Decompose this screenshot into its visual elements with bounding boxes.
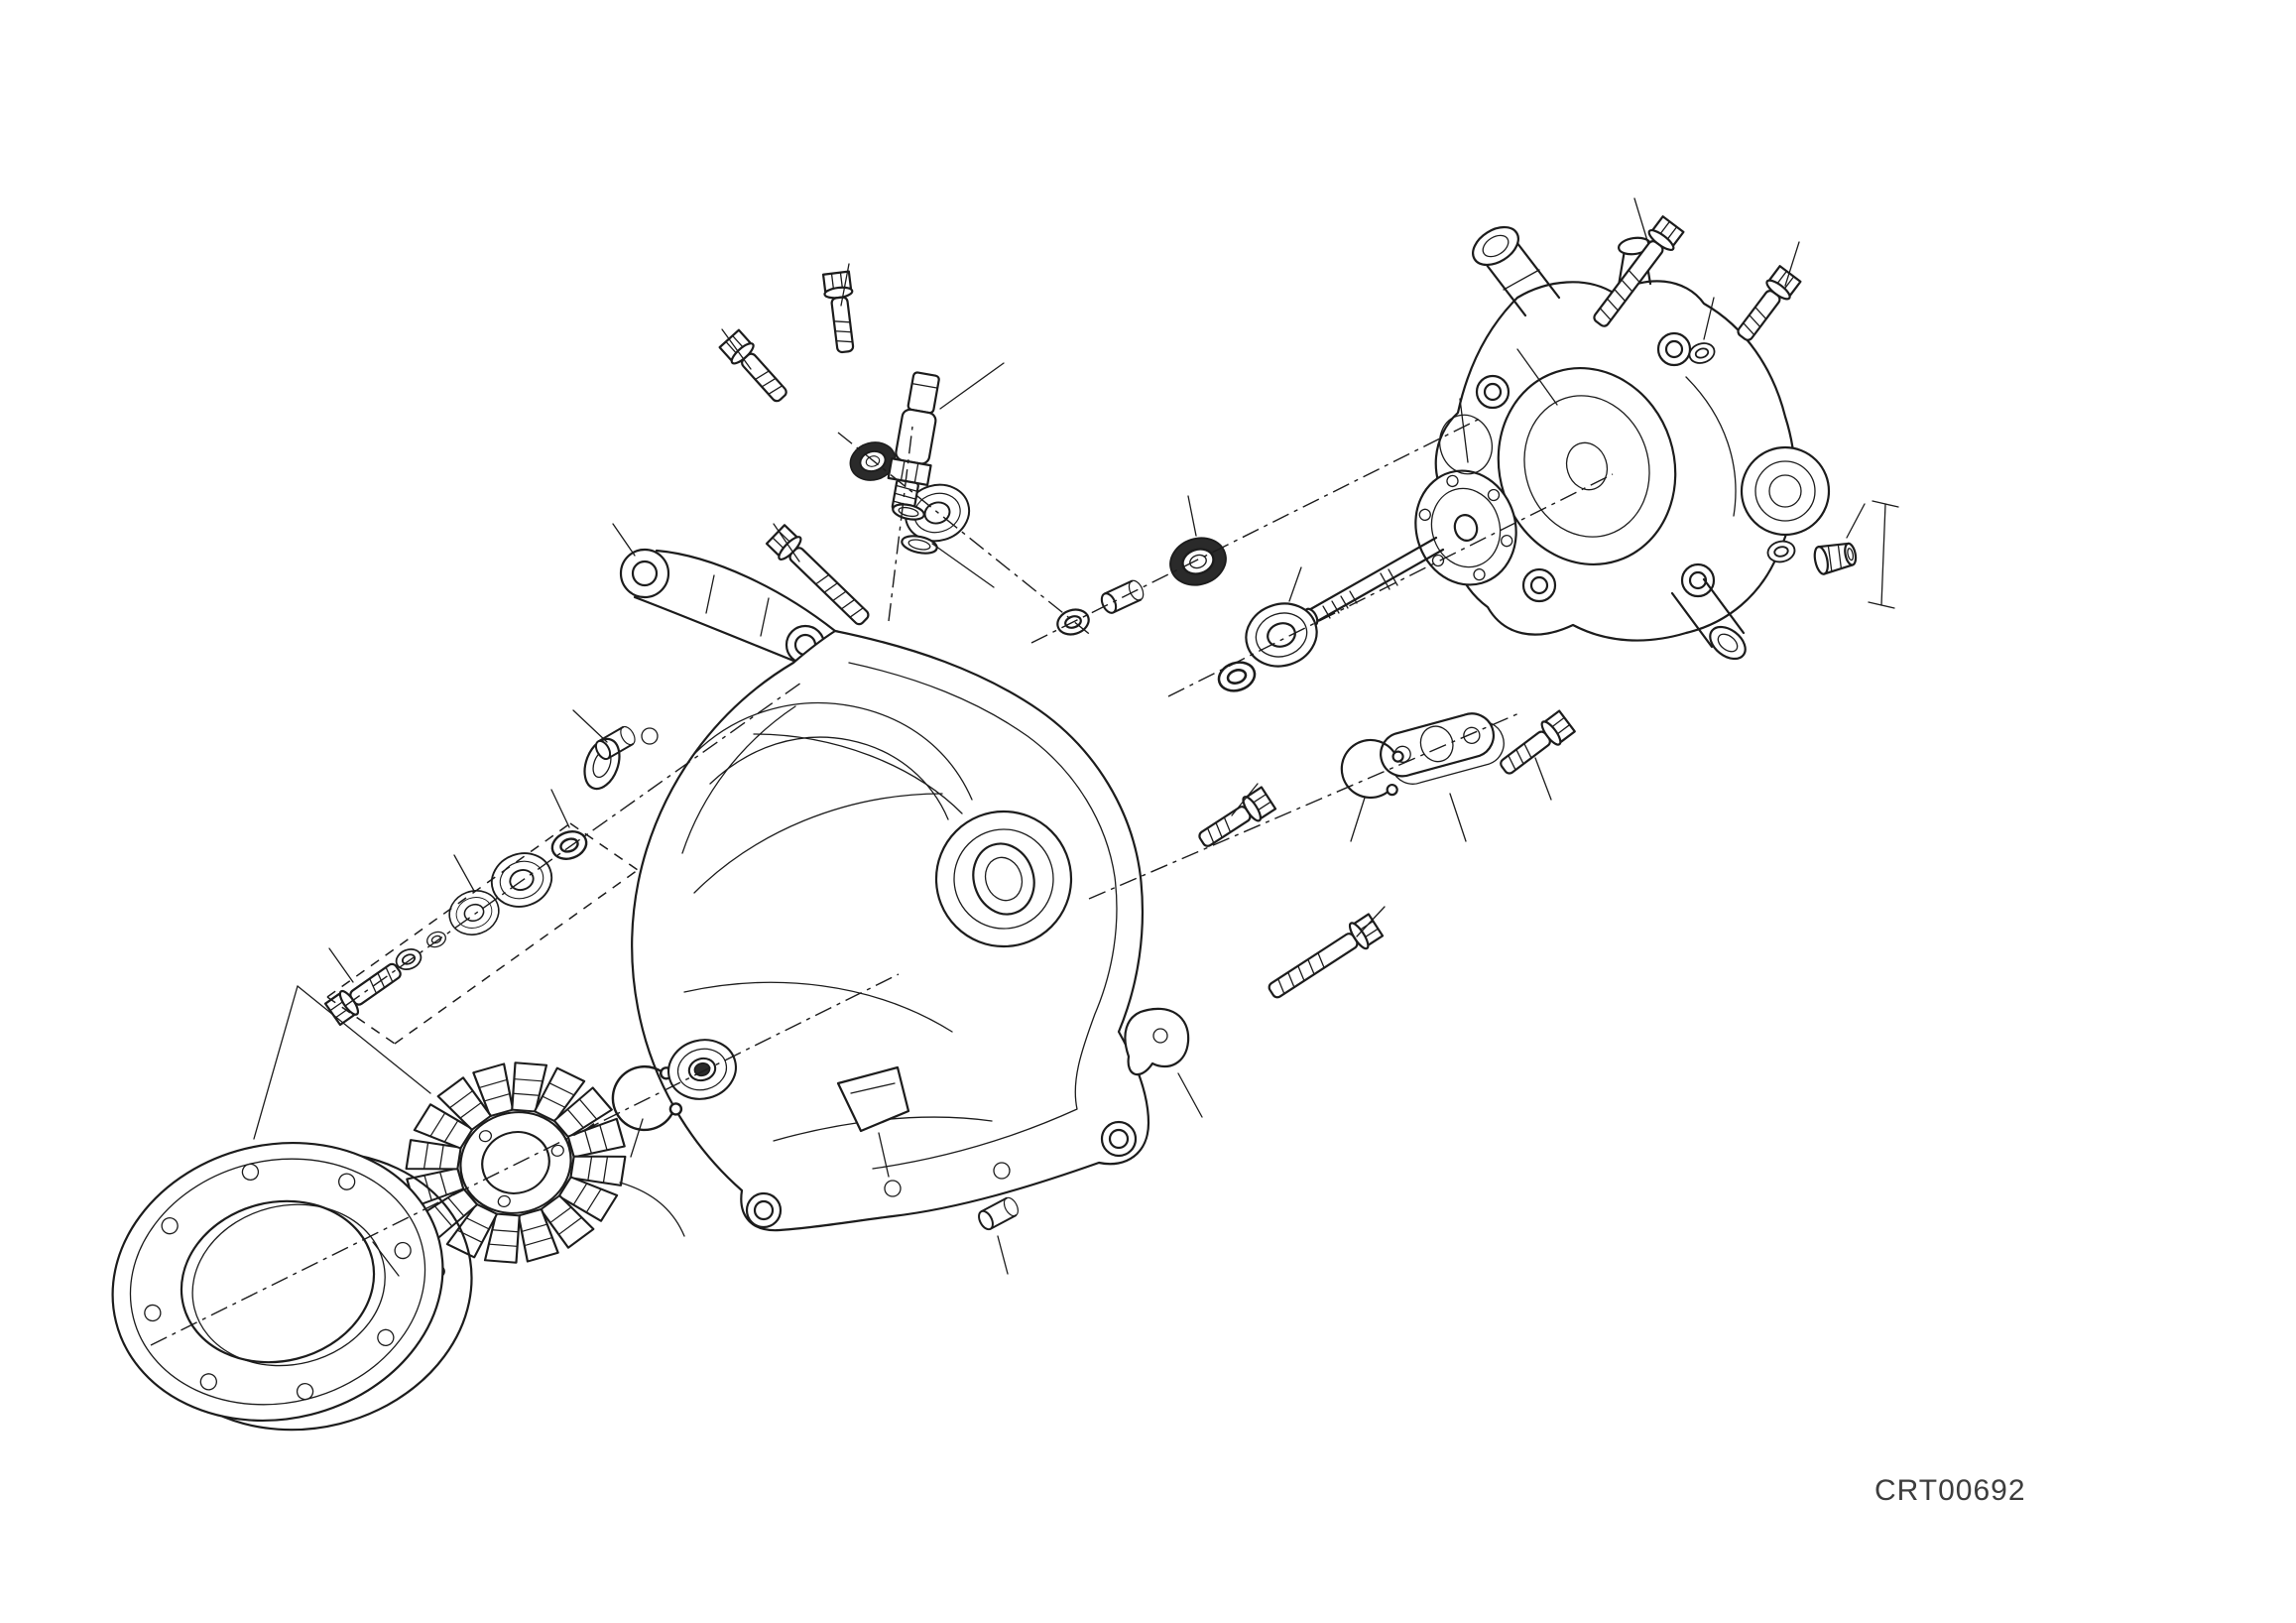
stator-wire bbox=[619, 1182, 685, 1237]
outlet-port bbox=[1740, 445, 1831, 537]
plug-screw bbox=[1813, 542, 1858, 575]
bolt-flange bbox=[1494, 708, 1577, 782]
dowel-bushing-lower bbox=[975, 1194, 1023, 1233]
sensor-o-ring-2 bbox=[901, 535, 938, 555]
bolt-cover-left bbox=[764, 522, 877, 633]
impeller-plate bbox=[1414, 469, 1517, 586]
bearing-pump bbox=[1237, 593, 1326, 677]
bolt-sensor-top bbox=[820, 270, 861, 355]
water-pump-body bbox=[1434, 225, 1831, 661]
oil-seal-pump bbox=[1162, 530, 1234, 593]
center-axes bbox=[150, 418, 1614, 1346]
cable-guide-bracket bbox=[1124, 1007, 1190, 1076]
group-bracket bbox=[1868, 500, 1899, 609]
washer-row-large bbox=[546, 825, 592, 865]
row-group-box bbox=[326, 822, 639, 1045]
hose-fitting-upper bbox=[1472, 225, 1561, 317]
hose-fitting-lower bbox=[1670, 577, 1747, 661]
drawing-code: CRT00692 bbox=[1874, 1474, 2026, 1507]
bolt-cover-lower-right bbox=[1193, 785, 1277, 854]
bolt-pump-short bbox=[1730, 264, 1803, 347]
stator bbox=[405, 1061, 627, 1264]
sensor-o-ring-1 bbox=[892, 503, 925, 521]
washer-pump bbox=[1213, 656, 1261, 697]
generator-cover bbox=[583, 548, 1150, 1232]
leader-lines bbox=[253, 197, 1866, 1277]
rubber-pad bbox=[836, 1065, 910, 1133]
pump-drive-plate bbox=[1439, 414, 1493, 475]
bearing-flange bbox=[1380, 712, 1505, 785]
phase-sensor bbox=[887, 371, 940, 514]
